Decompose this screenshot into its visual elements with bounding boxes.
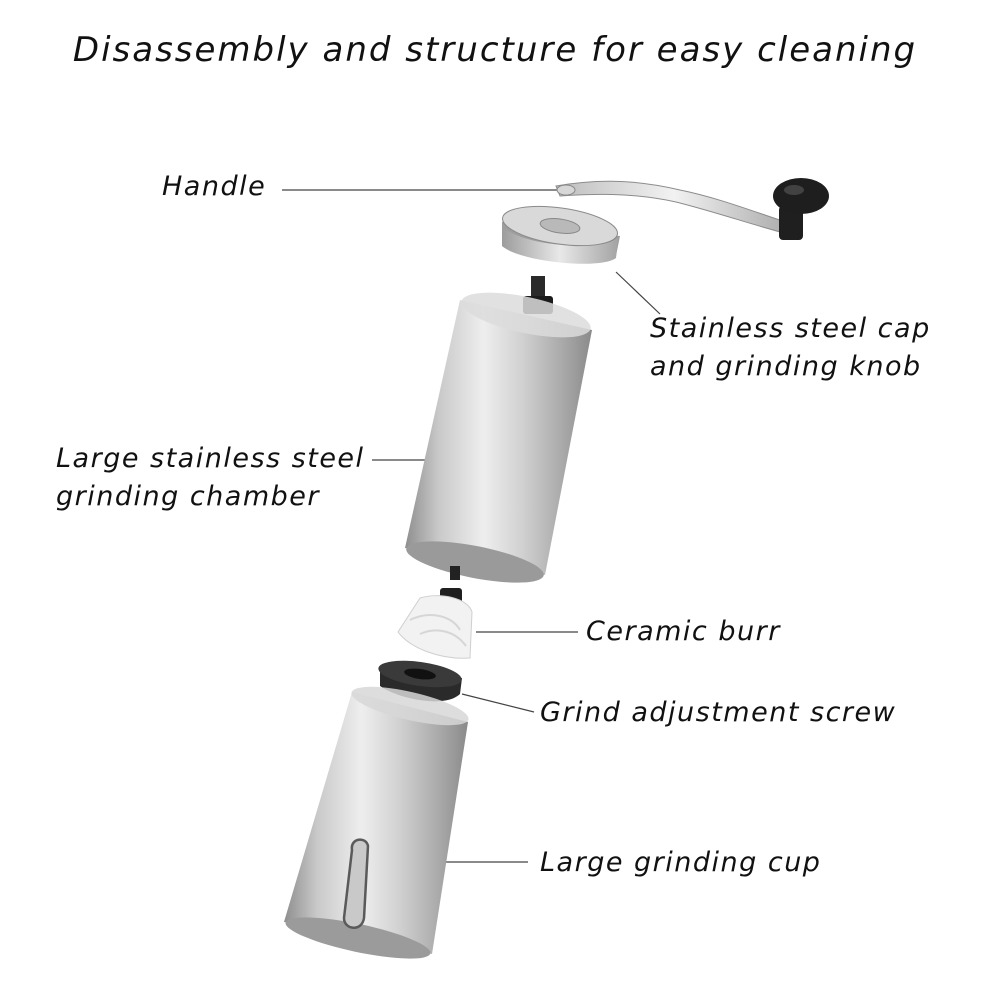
screw-label: Grind adjustment screw <box>540 694 896 732</box>
chamber-label-line1: Large stainless steel <box>56 443 365 474</box>
burr-label-text: Ceramic burr <box>586 616 781 647</box>
cap-part <box>502 205 620 264</box>
handle-label-text: Handle <box>162 171 267 202</box>
chamber-label-line2: grinding chamber <box>56 481 320 512</box>
screw-label-text: Grind adjustment screw <box>540 697 897 728</box>
cap-label: Stainless steel cap and grinding knob <box>650 310 931 386</box>
screw-leader-line <box>461 693 535 713</box>
chamber-label: Large stainless steel grinding chamber <box>56 440 365 516</box>
cup-part <box>284 686 469 959</box>
cup-label: Large grinding cup <box>540 844 821 882</box>
burr-part <box>397 588 473 659</box>
cap-leader-line <box>615 271 661 315</box>
cup-label-text: Large grinding cup <box>540 847 822 878</box>
chamber-part <box>405 276 592 583</box>
screw-part <box>378 660 462 702</box>
cap-label-line2: and grinding knob <box>650 351 922 382</box>
handle-label: Handle <box>162 168 266 206</box>
page-title: Disassembly and structure for easy clean… <box>72 30 918 70</box>
burr-label: Ceramic burr <box>586 613 781 651</box>
handle-part <box>555 178 829 240</box>
cap-label-line1: Stainless steel cap <box>650 313 931 344</box>
